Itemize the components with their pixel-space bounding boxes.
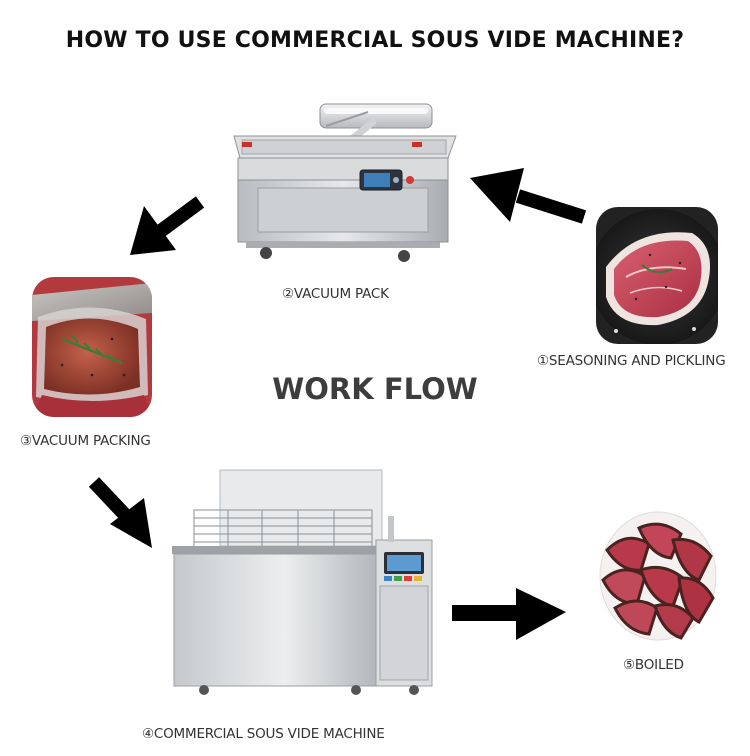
step-1-label: SEASONING AND PICKLING	[548, 353, 726, 369]
vacuum-packing-machine	[228, 100, 460, 268]
step-1-caption: ①SEASONING AND PICKLING	[537, 353, 726, 369]
step-2-marker: ②	[282, 286, 294, 302]
step-5-marker: ⑤	[623, 657, 635, 673]
vacuum-packed-meat-photo	[32, 277, 152, 417]
step-4-caption: ④COMMERCIAL SOUS VIDE MACHINE	[142, 726, 385, 742]
step-4-label: COMMERCIAL SOUS VIDE MACHINE	[153, 726, 385, 742]
step-3-marker: ③	[20, 433, 32, 449]
step-1-marker: ①	[537, 353, 549, 369]
step-5-caption: ⑤BOILED	[623, 657, 684, 673]
page-title: HOW TO USE COMMERCIAL SOUS VIDE MACHINE?	[65, 28, 685, 53]
step-2-caption: ②VACUUM PACK	[282, 286, 389, 302]
raw-steak-photo	[596, 207, 718, 344]
arrow-2-to-3	[130, 196, 205, 255]
step-3-label: VACUUM PACKING	[31, 433, 151, 449]
arrow-1-to-2	[470, 168, 587, 224]
step-3-caption: ③VACUUM PACKING	[20, 433, 151, 449]
step-5-label: BOILED	[634, 657, 684, 673]
step-2-label: VACUUM PACK	[293, 286, 389, 302]
sliced-cooked-beef-photo	[597, 500, 719, 646]
sous-vide-machine	[170, 468, 436, 698]
arrow-4-to-5	[452, 588, 566, 640]
arrow-3-to-4	[88, 477, 152, 548]
step-4-marker: ④	[142, 726, 154, 742]
work-flow-label: WORK FLOW	[272, 372, 478, 406]
